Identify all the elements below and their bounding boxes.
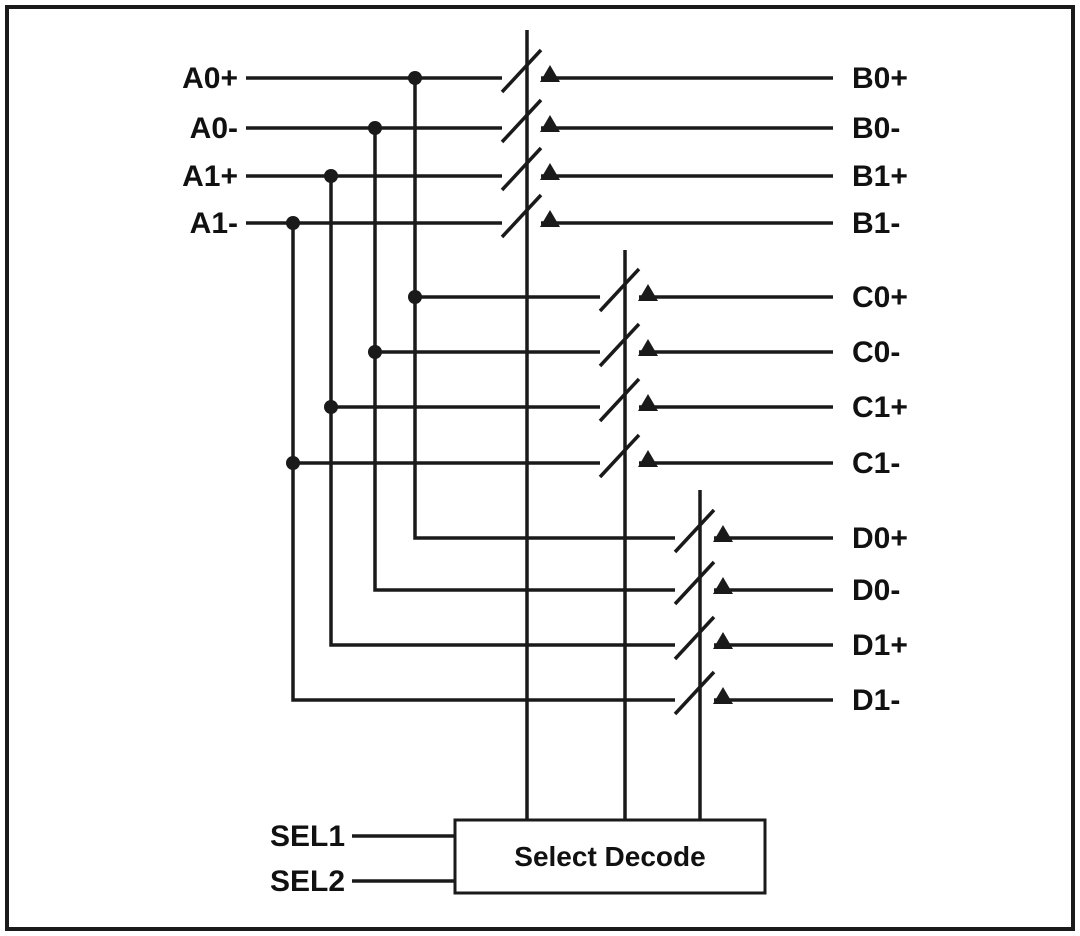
output-label-c1-plus: C1+ <box>852 391 908 424</box>
switch-blade-d0-minus <box>673 560 716 606</box>
switch-blade-c1-plus <box>598 377 641 423</box>
junction-dot-c0-plus <box>408 290 422 304</box>
bus-a1-minus-vertical <box>291 223 675 702</box>
switch-contacts <box>540 65 733 704</box>
output-label-b0-plus: B0+ <box>852 62 908 95</box>
output-label-c1-minus: C1- <box>852 447 900 480</box>
output-label-d0-minus: D0- <box>852 574 900 607</box>
switch-contact-c0-plus-icon <box>638 284 658 301</box>
switch-contact-c1-plus-icon <box>638 394 658 411</box>
switch-contact-c0-minus-icon <box>638 339 658 356</box>
switch-contact-b0-plus-icon <box>540 65 560 82</box>
switch-contact-c1-minus-icon <box>638 450 658 467</box>
select-decode-label: Select Decode <box>514 841 705 872</box>
junction-dot-a1-minus <box>286 216 300 230</box>
bus-a0-plus-vertical <box>413 78 675 540</box>
output-label-b0-minus: B0- <box>852 112 900 145</box>
junction-dot-a0-plus <box>408 71 422 85</box>
switch-blade-c0-plus <box>598 267 641 313</box>
output-label-d0-plus: D0+ <box>852 522 908 555</box>
switch-blade-b0-minus <box>500 98 543 144</box>
junction-dot-c1-plus <box>324 400 338 414</box>
output-label-b1-minus: B1- <box>852 207 900 240</box>
junction-dot-c0-minus <box>368 345 382 359</box>
switch-contact-b0-minus-icon <box>540 115 560 132</box>
input-label-a0-plus: A0+ <box>182 62 238 95</box>
output-label-b1-plus: B1+ <box>852 160 908 193</box>
switch-contact-b1-plus-icon <box>540 163 560 180</box>
select-decode-box <box>453 818 767 895</box>
switch-blade-b1-plus <box>500 146 543 192</box>
switch-blade-b0-plus <box>500 48 543 94</box>
output-label-c0-plus: C0+ <box>852 281 908 314</box>
output-label-d1-minus: D1- <box>852 684 900 717</box>
switch-blade-d1-plus <box>673 615 716 661</box>
diagram-border <box>5 5 1075 931</box>
input-label-a1-minus: A1- <box>190 207 238 240</box>
junction-dot-c1-minus <box>286 456 300 470</box>
switch-blade-b1-minus <box>500 193 543 239</box>
sel1-label: SEL1 <box>270 820 345 853</box>
output-label-c0-minus: C0- <box>852 336 900 369</box>
junction-dot-a1-plus <box>324 169 338 183</box>
junction-dot-a0-minus <box>368 121 382 135</box>
junction-dots <box>286 71 422 470</box>
bus-a0-minus-vertical <box>373 128 675 592</box>
switch-blade-d0-plus <box>673 508 716 554</box>
switch-contact-d0-minus-icon <box>713 577 733 594</box>
sel2-label: SEL2 <box>270 865 345 898</box>
switch-contact-d1-minus-icon <box>713 687 733 704</box>
wire-layer <box>246 30 833 895</box>
switch-blade-d1-minus <box>673 670 716 716</box>
switch-blade-c1-minus <box>598 433 641 479</box>
switch-contact-d1-plus-icon <box>713 632 733 649</box>
input-label-a1-plus: A1+ <box>182 160 238 193</box>
bus-a1-plus-vertical <box>329 176 675 647</box>
input-label-a0-minus: A0- <box>190 112 238 145</box>
switch-contact-d0-plus-icon <box>713 525 733 542</box>
output-label-d1-plus: D1+ <box>852 629 908 662</box>
switch-blade-c0-minus <box>598 322 641 368</box>
switch-contact-b1-minus-icon <box>540 210 560 227</box>
